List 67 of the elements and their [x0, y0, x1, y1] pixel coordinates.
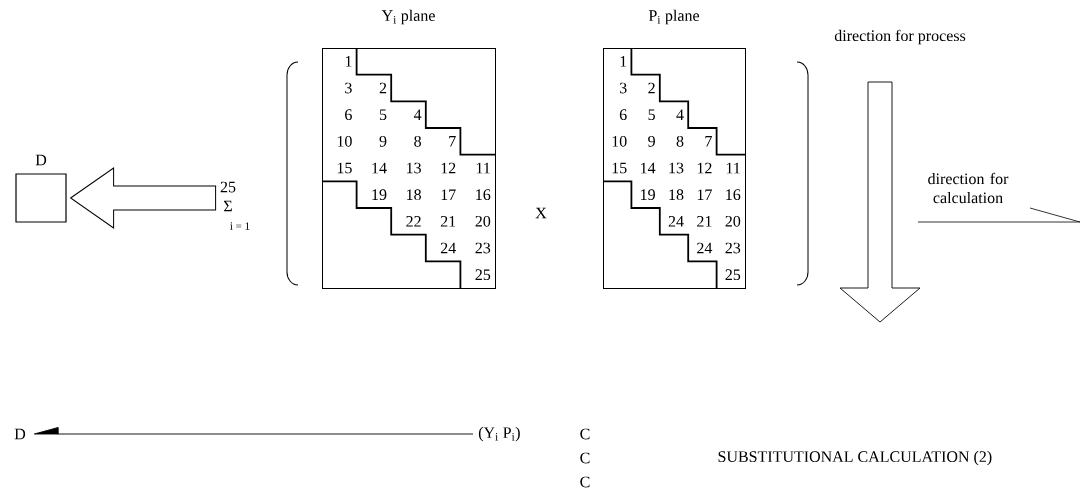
cell-number: 16: [726, 189, 741, 201]
cell-number: 3: [345, 82, 352, 94]
text-label: SUBSTITUTIONAL CALCULATION (2): [718, 450, 992, 466]
text-label: direction for process: [834, 29, 966, 45]
cell-number: 14: [372, 162, 387, 174]
cell-number: 15: [612, 162, 627, 174]
cell-number: 7: [705, 136, 712, 147]
cell-number: 5: [648, 109, 655, 120]
cell-number: 12: [441, 162, 456, 174]
cell-number: 21: [697, 216, 712, 227]
arrow: [33, 427, 474, 435]
cell-number: 20: [475, 215, 491, 227]
cell-number: 7: [449, 136, 456, 147]
cell-number: 24: [697, 242, 713, 254]
cell-number: 15: [337, 162, 352, 174]
text-label: i = 1: [230, 222, 250, 230]
text-label: C: [580, 428, 590, 440]
cell-number: 6: [619, 109, 627, 121]
cell-number: 9: [648, 135, 655, 147]
cell-number: 17: [441, 189, 456, 200]
cell-number: 25: [725, 269, 741, 281]
cell-number: 25: [475, 269, 491, 281]
cell-number: 23: [725, 242, 741, 254]
cell-number: 8: [676, 135, 684, 147]
cell-number: 4: [676, 109, 684, 120]
cell-number: 2: [379, 82, 387, 94]
cell-number: 13: [407, 162, 421, 174]
cell-number: 14: [641, 162, 656, 174]
cell-number: 6: [345, 109, 352, 121]
text-label: D: [14, 428, 26, 440]
cell-number: 3: [620, 82, 627, 94]
cell-number: 4: [413, 109, 422, 120]
cell-number: 22: [406, 216, 421, 227]
cell-number: 13: [669, 162, 684, 174]
cell-number: 1: [620, 56, 627, 67]
cell-number: 16: [476, 189, 491, 201]
cell-number: 19: [372, 189, 387, 201]
cell-number: 1: [345, 56, 352, 67]
block-arrow: [70, 167, 217, 229]
cell-number: 8: [414, 135, 421, 147]
cell-number: 11: [476, 162, 490, 174]
cell-number: 10: [337, 135, 352, 147]
cell-number: 11: [726, 162, 740, 174]
cell-number: 24: [668, 216, 684, 227]
text-label: C: [580, 476, 590, 488]
cell-number: 20: [725, 215, 741, 227]
cell-number: 23: [475, 242, 491, 254]
cell-number: 19: [641, 189, 655, 201]
plane-label: Y$_{i}$ plane: [381, 9, 435, 25]
cell-number: 10: [612, 135, 627, 147]
plane-label: P$_{i}$ plane: [648, 9, 700, 25]
text-label: direction for calculation: [928, 172, 1009, 204]
cell-number: 24: [440, 242, 456, 254]
text-label: Σ: [223, 200, 232, 212]
text-label: X: [535, 207, 547, 219]
box-label: D: [35, 154, 47, 166]
cell-number: 9: [379, 135, 387, 147]
text-label: (Y$_{i}$ P$_{i}$): [478, 426, 520, 442]
text-label: C: [580, 452, 590, 464]
cell-number: 18: [669, 189, 684, 201]
cell-number: 5: [379, 109, 387, 120]
cell-number: 21: [440, 216, 456, 227]
cell-number: 12: [697, 162, 712, 174]
cell-number: 2: [648, 82, 655, 94]
cell-number: 18: [407, 189, 421, 201]
cell-number: 17: [697, 189, 712, 200]
text-label: 25: [220, 181, 236, 193]
